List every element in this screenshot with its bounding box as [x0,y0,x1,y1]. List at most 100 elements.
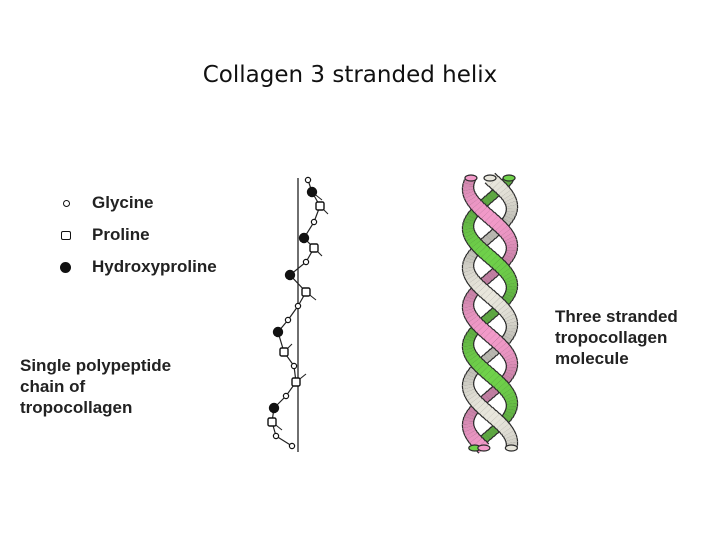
green-strand-segment [506,405,517,411]
pink-strand-segment [505,251,516,259]
pink-strand-segment [466,313,479,323]
hydroxyproline-residue [268,402,280,414]
white-strand-segment [502,310,515,320]
pink-strand-segment [467,432,480,443]
green-strand-segment [499,384,512,395]
pink-strand-segment [470,435,483,447]
green-strand-segment [493,377,507,390]
pink-strand-segment [463,425,475,432]
white-strand-segment [465,391,478,401]
pink-strand-segment [464,193,477,203]
page-title: Collagen 3 stranded helix [202,62,498,88]
green-strand-segment [489,190,499,200]
pink-strand-segment [490,335,504,348]
white-strand-segment [505,200,517,207]
green-strand-segment [484,430,494,440]
green-strand-segment [505,395,517,403]
white-strand-segment [499,423,512,434]
legend-label-glycine: Glycine [92,193,154,212]
white-strand-segment [483,352,493,362]
green-strand-segment [462,228,474,234]
white-strand-segment [486,232,496,242]
white-strand-segment [466,274,479,284]
green-strand-segment [465,352,478,362]
green-strand-segment [486,310,496,320]
green-strand-segment [477,245,491,258]
glycine-residue [272,432,280,440]
white-strand-segment [467,250,478,259]
green-strand-segment [464,335,475,343]
caption-line: chain of [20,377,86,396]
pink-strand-segment [465,293,476,301]
white-strand-segment [498,186,511,198]
green-strand-segment [464,349,477,358]
legend-label-proline: Proline [92,225,150,244]
green-strand-segment [466,332,476,340]
pink-strand-segment [498,225,511,237]
green-strand-segment [473,360,486,372]
white-strand-segment [482,235,492,245]
hydroxyproline-residue [284,269,296,281]
pink-strand-segment [503,253,514,262]
pink-strand-segment [469,198,482,210]
single-chain-caption: Single polypeptide chain of tropocollage… [20,355,171,418]
white-strand-segment [492,179,505,192]
green-strand-segment [506,287,517,294]
pink-strand-segment [494,339,507,351]
pink-strand-segment [504,371,514,379]
pink-strand-segment [465,430,478,440]
white-strand-segment [470,396,483,408]
green-strand-segment [497,264,510,276]
green-strand-segment [490,374,503,387]
white-strand-segment [462,267,474,273]
white-strand-segment [506,209,517,216]
green-strand-segment [481,248,494,261]
pink-strand-segment [473,320,487,333]
white-strand-segment [504,332,514,340]
proline-residue [279,347,289,357]
legend-label-hydroxyproline: Hydroxyproline [92,257,217,276]
caption-line: molecule [555,349,629,368]
glycine-residue [288,442,296,450]
pink-strand-segment [463,191,476,199]
green-strand-segment [468,328,478,337]
pink-strand-segment [483,329,497,342]
pink-strand-segment [484,391,494,401]
pink-strand-segment [462,189,474,195]
white-strand-segment [490,413,503,426]
green-strand-segment [503,391,516,400]
white-strand-segment [500,306,513,317]
green-strand-segment [464,232,477,241]
white-strand-segment [497,303,510,315]
green-strand-segment [474,242,487,255]
green-strand-segment [463,339,474,345]
white-strand-segment [501,427,514,437]
proline-residue [267,417,277,427]
pink-strand-end [464,174,478,182]
glycine-residue [290,362,298,370]
pink-strand-segment [497,342,510,354]
pink-strand-segment [464,428,476,436]
pink-strand-segment [502,349,515,359]
glycine-residue [284,316,292,324]
white-strand-segment [465,254,476,262]
pink-strand-segment [495,222,508,234]
pink-strand-segment [499,345,512,356]
white-strand-segment [484,290,497,303]
pink-strand-segment [487,332,500,345]
green-strand-segment [471,240,484,252]
white-strand-segment [479,404,493,417]
white-strand-segment [487,293,501,306]
white-strand-segment [502,334,512,343]
pink-strand-segment [464,413,475,421]
pink-strand-segment [505,356,517,364]
proline-residue [291,377,301,387]
white-strand-segment [463,386,475,393]
white-strand-end [483,174,497,182]
white-strand-segment [486,410,500,423]
proline-residue [309,243,319,253]
white-strand-segment [506,438,518,444]
white-strand-segment [466,371,476,379]
pink-strand-segment [466,195,479,206]
